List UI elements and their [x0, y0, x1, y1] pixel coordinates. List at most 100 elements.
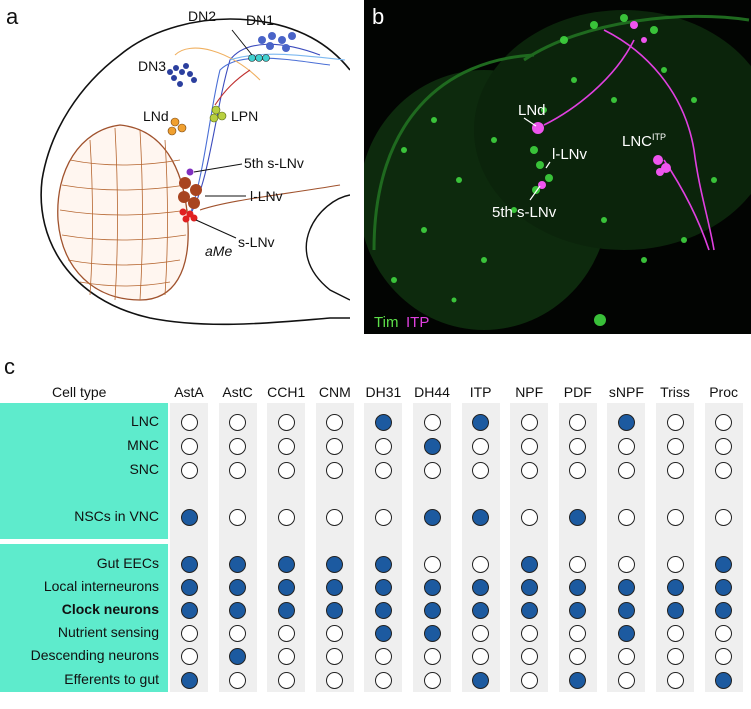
panel-c-letter: c: [4, 354, 15, 379]
expression-dot-empty: [229, 508, 247, 526]
label-ame: aMe: [205, 243, 233, 259]
expression-dot-empty: [374, 671, 392, 689]
lpn-cluster: [209, 105, 227, 123]
expression-dot-filled: [374, 601, 392, 619]
expression-dot-filled: [423, 624, 441, 642]
fluorescence-micrograph: [364, 0, 751, 334]
expression-dot-empty: [180, 461, 198, 479]
expression-dot-filled: [229, 601, 247, 619]
expression-dot-empty: [423, 555, 441, 573]
expression-dot-empty: [374, 508, 392, 526]
panel-a-brain-diagram: a: [0, 0, 351, 335]
expression-dot-filled: [617, 624, 635, 642]
expression-dot-empty: [326, 647, 344, 665]
expression-dot-filled: [569, 601, 587, 619]
expression-dot-empty: [617, 555, 635, 573]
expression-dot-empty: [715, 437, 733, 455]
expression-dot-empty: [277, 508, 295, 526]
panel-a-letter: a: [6, 4, 19, 29]
expression-dot-empty: [666, 647, 684, 665]
expression-dot-filled: [423, 601, 441, 619]
s-lnv-cluster: [179, 208, 198, 223]
expression-dot-filled: [520, 578, 538, 596]
expression-dot-empty: [520, 461, 538, 479]
expression-dot-empty: [229, 671, 247, 689]
column-header-cch1: CCH1: [267, 384, 306, 400]
label-dn1: DN1: [246, 12, 275, 28]
row-label: NSCs in VNC: [74, 508, 159, 524]
dn2-cluster: [248, 54, 270, 62]
expression-dot-filled: [520, 601, 538, 619]
dn1-cluster: [258, 32, 296, 52]
expression-dot-filled: [374, 624, 392, 642]
expression-dot-filled: [229, 555, 247, 573]
column-header-npf: NPF: [515, 384, 544, 400]
expression-dot-empty: [520, 413, 538, 431]
column-header-itp: ITP: [469, 384, 492, 400]
column-header-proc: Proc: [709, 384, 738, 400]
group-background-other: [0, 544, 168, 692]
expression-dot-empty: [617, 437, 635, 455]
column-header-dh31: DH31: [365, 384, 402, 400]
expression-dot-filled: [326, 555, 344, 573]
expression-dot-empty: [277, 461, 295, 479]
expression-dot-empty: [520, 437, 538, 455]
expression-dot-empty: [326, 461, 344, 479]
expression-dot-empty: [666, 413, 684, 431]
expression-dot-empty: [520, 647, 538, 665]
expression-dot-empty: [666, 671, 684, 689]
brain-outline: [40, 18, 351, 326]
lnd-cluster: [167, 117, 187, 136]
expression-dot-empty: [277, 437, 295, 455]
expression-dot-filled: [715, 601, 733, 619]
label-leader-lines: [193, 29, 253, 239]
column-header-triss: Triss: [660, 384, 690, 400]
expression-dot-empty: [326, 437, 344, 455]
expression-dot-empty: [569, 555, 587, 573]
label-l-lnv: l-LNv: [250, 188, 283, 204]
expression-dot-empty: [326, 413, 344, 431]
expression-dot-empty: [520, 624, 538, 642]
expression-dot-empty: [666, 555, 684, 573]
fifth-s-lnv-cell: [186, 168, 194, 176]
row-label: Gut EECs: [96, 555, 159, 571]
expression-dot-filled: [715, 578, 733, 596]
label-lpn: LPN: [231, 108, 259, 124]
expression-dot-filled: [229, 647, 247, 665]
expression-dot-empty: [180, 624, 198, 642]
expression-dot-filled: [374, 413, 392, 431]
panel-b-letter: b: [372, 4, 385, 29]
label-leader-lines: [523, 117, 551, 201]
expression-dot-empty: [277, 671, 295, 689]
expression-dot-filled: [617, 601, 635, 619]
expression-dot-empty: [374, 461, 392, 479]
panel-b-fluorescence-image: b LNd l-LNv 5th s-LNv LNCITP Tim ITP: [364, 0, 751, 334]
expression-dot-empty: [423, 413, 441, 431]
expression-dot-empty: [180, 413, 198, 431]
expression-dot-filled: [472, 601, 490, 619]
expression-dot-empty: [569, 437, 587, 455]
column-header-cnm: CNM: [318, 384, 351, 400]
expression-dot-filled: [326, 578, 344, 596]
expression-dot-filled: [180, 601, 198, 619]
expression-dot-filled: [715, 555, 733, 573]
expression-dot-empty: [520, 508, 538, 526]
label-lnc-itp: LNCITP: [622, 132, 666, 150]
group-background-neurosecretory: [0, 403, 168, 539]
expression-dot-empty: [374, 437, 392, 455]
expression-dot-empty: [423, 671, 441, 689]
expression-dot-filled: [520, 555, 538, 573]
expression-dot-empty: [229, 437, 247, 455]
expression-dot-empty: [617, 461, 635, 479]
expression-dot-empty: [326, 508, 344, 526]
cell-type-header: Cell type: [52, 384, 107, 400]
brain-hemisphere-illustration: [40, 18, 351, 326]
expression-dot-filled: [617, 578, 635, 596]
expression-dot-filled: [277, 601, 295, 619]
label-l-lnv: l-LNv: [552, 146, 588, 163]
expression-dot-empty: [180, 647, 198, 665]
expression-dot-empty: [326, 671, 344, 689]
label-dn2: DN2: [188, 8, 217, 24]
expression-dot-empty: [715, 508, 733, 526]
